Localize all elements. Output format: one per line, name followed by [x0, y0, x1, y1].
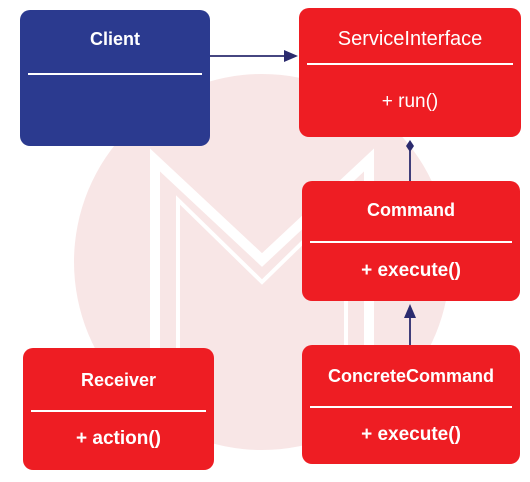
- method-label: + action(): [76, 428, 161, 449]
- divider: [28, 73, 202, 75]
- class-name: Command: [366, 200, 455, 220]
- class-name: Client: [89, 29, 140, 49]
- diamond-icon: [406, 140, 414, 152]
- concretecommand-class-box: ConcreteCommand + execute(): [302, 345, 520, 464]
- method-label: + execute(): [361, 260, 461, 281]
- divider: [310, 241, 512, 243]
- class-name: ConcreteCommand: [327, 366, 495, 386]
- aggregation-command-serviceinterface: [406, 140, 414, 181]
- class-name: ServiceInterface: [337, 28, 483, 50]
- triangle-arrow-icon: [404, 304, 416, 318]
- receiver-class-box: Receiver + action(): [23, 348, 214, 470]
- command-class-box: Command + execute(): [302, 181, 520, 301]
- divider: [307, 63, 513, 65]
- divider: [310, 406, 512, 408]
- arrowhead-icon: [284, 50, 298, 62]
- class-name: Receiver: [80, 370, 157, 390]
- divider: [31, 410, 206, 412]
- method-label: + execute(): [361, 424, 461, 445]
- generalization-concretecommand-command: [404, 304, 416, 345]
- serviceinterface-class-box: ServiceInterface + run(): [299, 8, 521, 137]
- client-class-box: Client: [20, 10, 210, 146]
- association-client-serviceinterface: [210, 50, 298, 62]
- method-label: + run(): [381, 91, 439, 112]
